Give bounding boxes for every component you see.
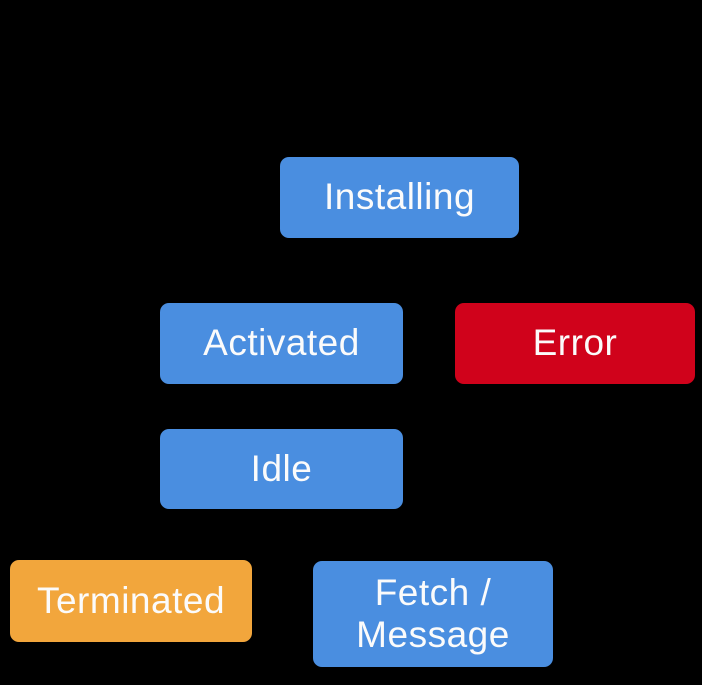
state-label-line-2: Message bbox=[356, 614, 510, 655]
state-label: Terminated bbox=[36, 579, 226, 621]
state-label-line-1: Fetch / bbox=[374, 571, 492, 613]
state-label: Activated bbox=[203, 322, 360, 364]
state-label: Idle bbox=[250, 447, 313, 489]
state-label: Error bbox=[532, 322, 618, 364]
state-label: Fetch / Message bbox=[356, 572, 510, 656]
state-node-activated: Activated bbox=[160, 303, 403, 384]
state-node-installing: Installing bbox=[280, 157, 519, 238]
state-node-terminated: Terminated bbox=[10, 560, 252, 642]
state-node-error: Error bbox=[455, 303, 695, 384]
state-node-idle: Idle bbox=[160, 429, 403, 509]
state-label: Installing bbox=[323, 176, 476, 218]
state-node-fetch-message: Fetch / Message bbox=[313, 561, 553, 667]
